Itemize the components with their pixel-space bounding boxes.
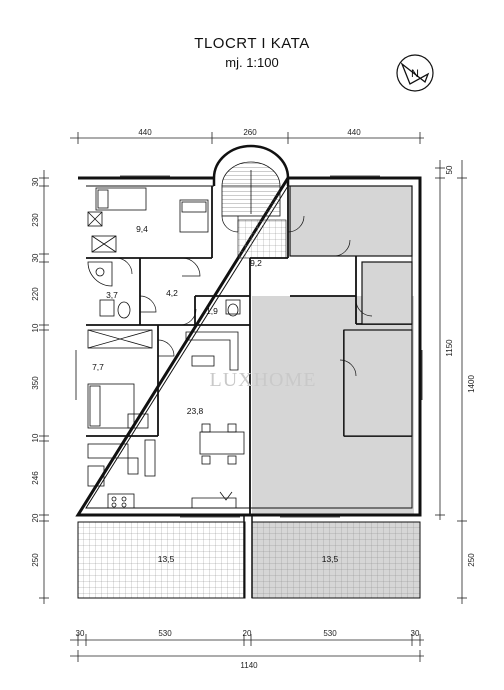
room-area-terrace-left: 13,5 (158, 554, 175, 564)
dim-right-2: 1150 (445, 339, 454, 357)
dim-right-4: 250 (467, 553, 476, 567)
dim-top-2: 260 (243, 128, 257, 137)
dim-bottom-1: 30 (76, 629, 85, 638)
dim-bottom-4: 530 (323, 629, 337, 638)
room-area-bath: 3,7 (106, 290, 118, 300)
room-area-wc: 1,9 (206, 306, 218, 316)
plan-title: TLOCRT I KATA (194, 35, 310, 52)
plan-scale: mj. 1:100 (225, 55, 279, 70)
top-dimension-line (70, 132, 424, 144)
right-dimension-lines (435, 160, 467, 604)
dim-bottom-2: 530 (158, 629, 172, 638)
room-area-bedroom-top: 9,4 (136, 224, 148, 234)
dim-top-1: 440 (138, 128, 152, 137)
dim-left-3: 30 (31, 253, 40, 262)
room-area-bedroom-mid: 7,7 (92, 362, 104, 372)
bathroom-fixtures (87, 261, 241, 319)
dim-left-8: 246 (31, 471, 40, 485)
dim-bottom-5: 30 (411, 629, 420, 638)
windows (75, 175, 423, 518)
living-furniture (87, 331, 245, 509)
staircase (212, 144, 290, 217)
dim-bottom-total: 1140 (240, 661, 258, 670)
north-label: N (411, 68, 419, 80)
dim-left-9: 20 (31, 513, 40, 522)
bedroom-mid-furniture (87, 329, 153, 429)
dim-left-6: 350 (31, 376, 40, 390)
dim-right-3: 1400 (467, 375, 476, 393)
neighbour-rooms (289, 185, 413, 437)
dim-left-1: 30 (31, 177, 40, 186)
dim-bottom-3: 20 (243, 629, 252, 638)
door-swings (115, 215, 373, 377)
north-arrow-icon: N (396, 54, 434, 92)
dim-left-4: 220 (31, 287, 40, 301)
dim-top-3: 440 (347, 128, 361, 137)
dim-left-7: 10 (31, 433, 40, 442)
left-dimension-line (39, 170, 49, 604)
dim-left-5: 10 (31, 323, 40, 332)
dim-right-1: 50 (445, 165, 454, 174)
bottom-dimension-lines (70, 634, 424, 662)
hall-floor-tiles (237, 219, 287, 259)
room-area-hall: 9,2 (250, 258, 262, 268)
watermark-text: LUXHOME (210, 369, 317, 391)
room-area-living: 23,8 (187, 406, 204, 416)
dim-left-10: 250 (31, 553, 40, 567)
room-area-terrace-right: 13,5 (322, 554, 339, 564)
dim-left-2: 230 (31, 213, 40, 227)
terrace-left (77, 521, 246, 599)
bedroom-top-furniture (87, 187, 209, 253)
room-area-corridor: 4,2 (166, 288, 178, 298)
